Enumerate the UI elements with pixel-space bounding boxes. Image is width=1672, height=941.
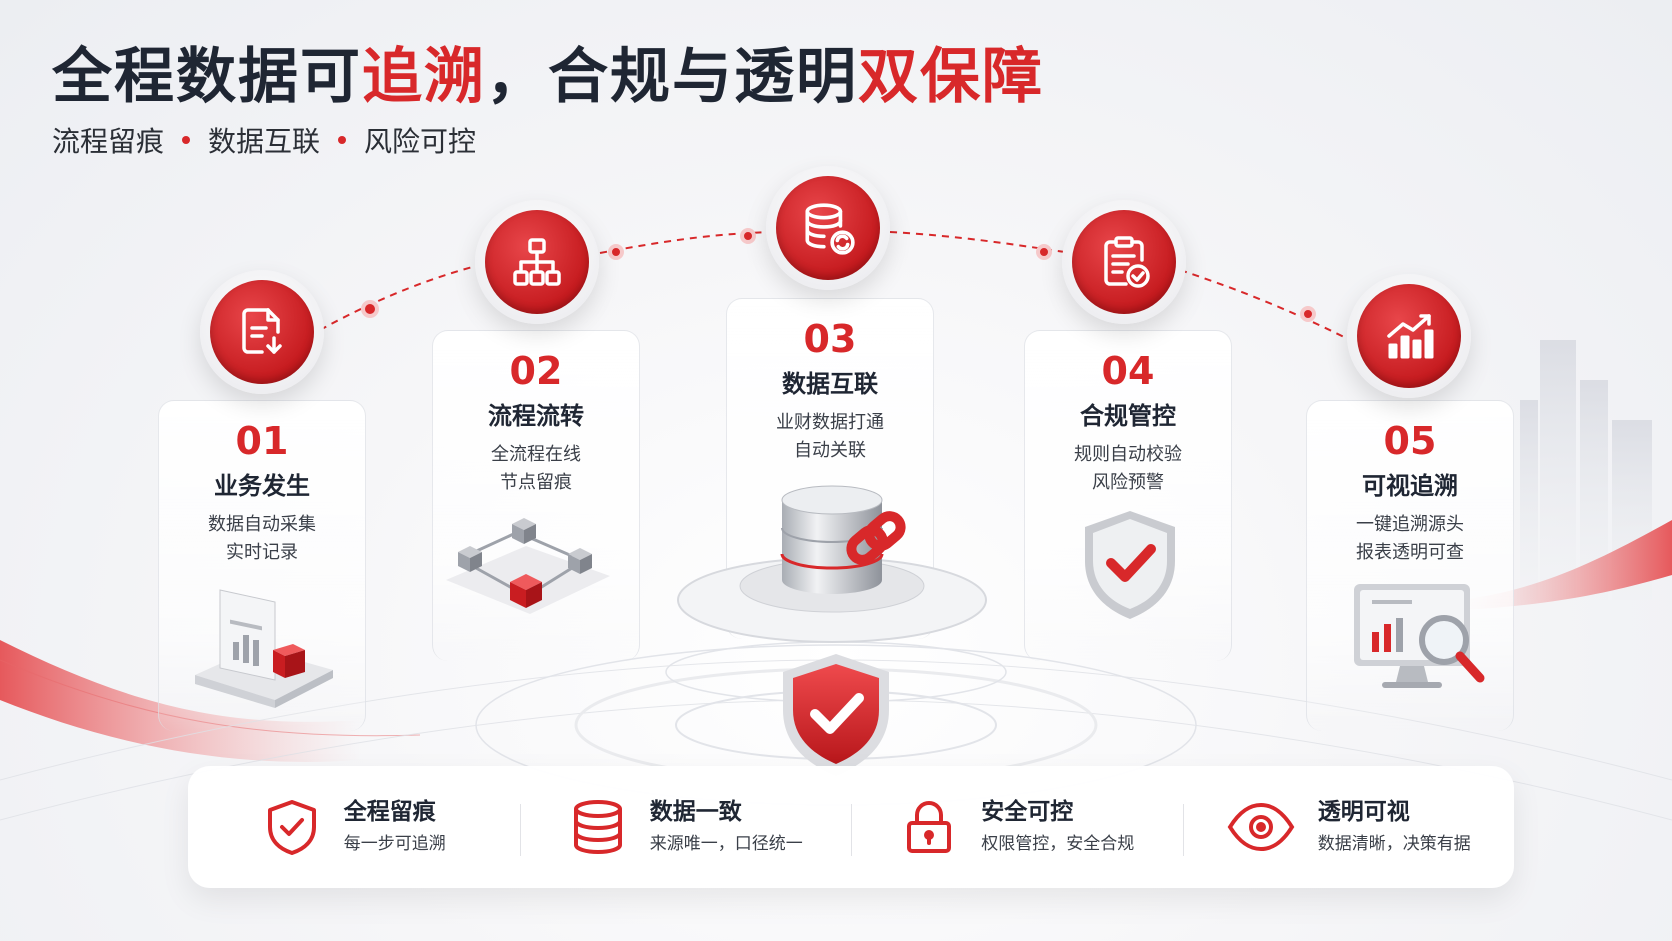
subtitle-item: 风险可控 xyxy=(364,125,477,158)
step-desc-line: 数据自动采集 xyxy=(208,514,316,535)
step-icon-badge-1 xyxy=(200,270,324,394)
step-icon-badge-3 xyxy=(766,166,890,290)
feature-title: 透明可视 xyxy=(1317,799,1410,825)
page-title: 全程数据可追溯，合规与透明双保障 xyxy=(52,28,1044,115)
feature-title: 数据一致 xyxy=(649,799,742,825)
clipboard-check-icon xyxy=(1104,236,1150,288)
step-title: 可视追溯 xyxy=(1362,472,1458,500)
step-number: 01 xyxy=(235,419,289,463)
step-number: 03 xyxy=(803,317,857,361)
feature-item: 全程留痕 每一步可追溯 xyxy=(188,766,520,888)
step-number: 04 xyxy=(1101,349,1155,393)
shield-check-icon xyxy=(267,800,316,855)
step-icon-badge-5 xyxy=(1347,274,1471,398)
subtitle-item: 流程留痕 xyxy=(52,125,165,158)
database-icon xyxy=(573,800,622,855)
shield-check-illustration xyxy=(1085,511,1175,619)
step-description: 业财数据打通 自动关联 xyxy=(727,409,933,465)
connected-cubes-illustration xyxy=(446,518,610,614)
step-desc-line: 一键追溯源头 xyxy=(1356,514,1464,535)
step-title: 业务发生 xyxy=(214,472,310,500)
step-desc-line: 风险预警 xyxy=(1092,472,1164,493)
feature-desc: 每一步可追溯 xyxy=(343,834,446,854)
monitor-magnifier-illustration xyxy=(1354,584,1485,688)
step-desc-line: 节点留痕 xyxy=(500,472,572,493)
title-part-2: 追溯 xyxy=(362,42,486,112)
step-title: 数据互联 xyxy=(782,370,878,398)
feature-desc: 来源唯一，口径统一 xyxy=(649,834,803,854)
subtitle: 流程留痕 数据互联 风险可控 xyxy=(52,120,476,160)
step-number: 02 xyxy=(509,349,563,393)
step-description: 全流程在线 节点留痕 xyxy=(433,441,639,497)
document-download-icon xyxy=(242,308,282,354)
step-title: 合规管控 xyxy=(1080,402,1176,430)
bar-chart-up-icon xyxy=(1387,314,1434,359)
feature-title: 全程留痕 xyxy=(343,799,436,825)
separator-dot xyxy=(182,136,191,144)
step-description: 规则自动校验 风险预警 xyxy=(1025,441,1231,497)
step-desc-line: 报表透明可查 xyxy=(1356,542,1464,563)
flowchart-icon xyxy=(513,238,561,286)
padlock-icon xyxy=(907,801,952,853)
feature-item: 安全可控 权限管控，安全合规 xyxy=(851,766,1183,888)
step-title: 流程流转 xyxy=(488,402,584,430)
central-shield-illustration xyxy=(783,654,889,776)
eye-icon xyxy=(1227,802,1295,852)
step-icon-badge-2 xyxy=(475,200,599,324)
city-skyline xyxy=(1520,340,1652,600)
database-sync-icon xyxy=(805,203,855,255)
step-desc-line: 全流程在线 xyxy=(491,444,581,465)
step-desc-line: 业财数据打通 xyxy=(776,412,884,433)
step-desc-line: 实时记录 xyxy=(226,542,298,563)
title-part-1: 全程数据可 xyxy=(52,42,362,112)
step-desc-line: 规则自动校验 xyxy=(1074,444,1182,465)
feature-item: 透明可视 数据清晰，决策有据 xyxy=(1182,766,1515,888)
feature-item: 数据一致 来源唯一，口径统一 xyxy=(519,766,852,888)
step-desc-line: 自动关联 xyxy=(794,440,866,461)
database-link-illustration xyxy=(677,485,987,643)
step-description: 数据自动采集 实时记录 xyxy=(159,511,365,567)
feature-desc: 权限管控，安全合规 xyxy=(981,834,1135,854)
step-number: 05 xyxy=(1383,419,1437,463)
feature-title: 安全可控 xyxy=(981,799,1074,825)
feature-bar: 全程留痕 每一步可追溯 数据一致 来源唯一，口径统一 安全可控 权限管控，安全合… xyxy=(188,766,1514,888)
report-paper-illustration xyxy=(195,589,333,708)
separator-dot xyxy=(338,136,347,144)
title-part-4: 双保障 xyxy=(858,42,1044,112)
subtitle-item: 数据互联 xyxy=(208,125,321,158)
title-part-3: ，合规与透明 xyxy=(486,42,858,112)
step-icon-badge-4 xyxy=(1062,200,1186,324)
step-description: 一键追溯源头 报表透明可查 xyxy=(1307,511,1513,567)
feature-desc: 数据清晰，决策有据 xyxy=(1317,834,1471,854)
